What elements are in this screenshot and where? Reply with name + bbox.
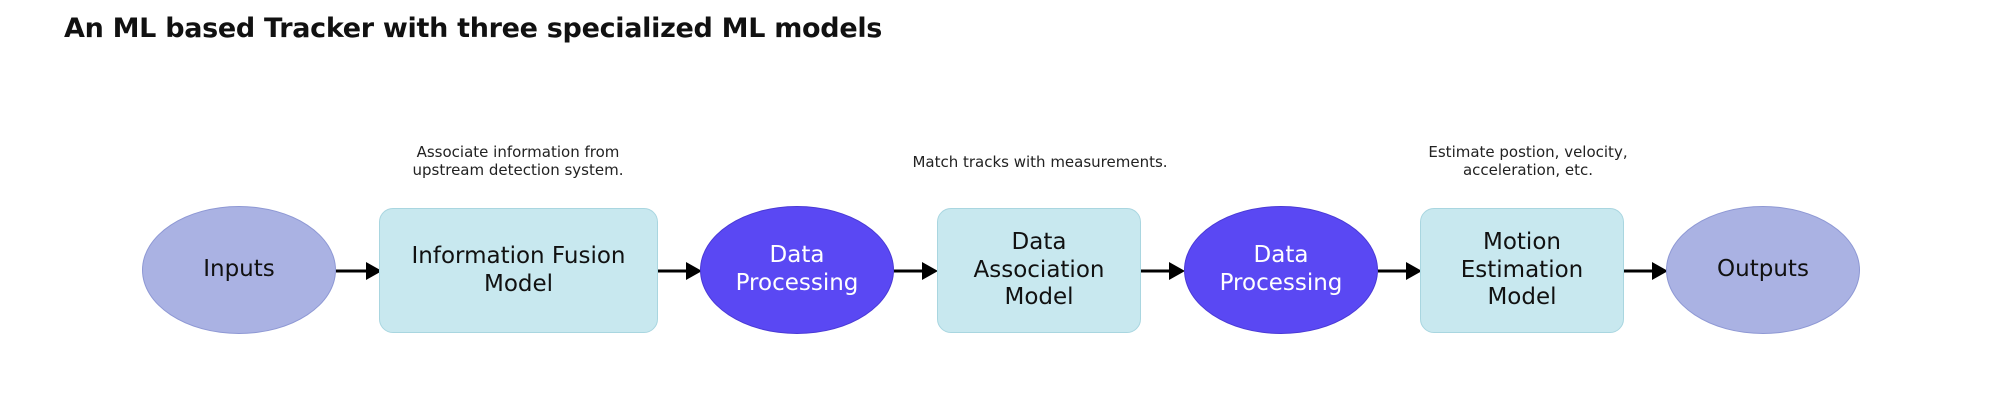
arrowhead-5 — [1406, 262, 1422, 280]
arrowhead-6 — [1652, 262, 1668, 280]
data-processing-node-1: Data Processing — [700, 206, 894, 334]
arrowhead-1 — [366, 262, 382, 280]
inputs-node: Inputs — [142, 206, 336, 334]
arrowhead-3 — [922, 262, 938, 280]
note-data-association: Match tracks with measurements. — [912, 153, 1168, 171]
note-motion-estimation: Estimate postion, velocity, acceleration… — [1428, 143, 1628, 179]
motion-estimation-model-box: Motion Estimation Model — [1420, 208, 1624, 333]
information-fusion-model-box: Information Fusion Model — [379, 208, 658, 333]
data-processing-node-2: Data Processing — [1184, 206, 1378, 334]
arrowhead-2 — [686, 262, 702, 280]
note-information-fusion: Associate information from upstream dete… — [412, 143, 624, 179]
arrowhead-4 — [1169, 262, 1185, 280]
outputs-node: Outputs — [1666, 206, 1860, 334]
diagram-title: An ML based Tracker with three specializ… — [64, 13, 883, 44]
data-association-model-box: Data Association Model — [937, 208, 1141, 333]
